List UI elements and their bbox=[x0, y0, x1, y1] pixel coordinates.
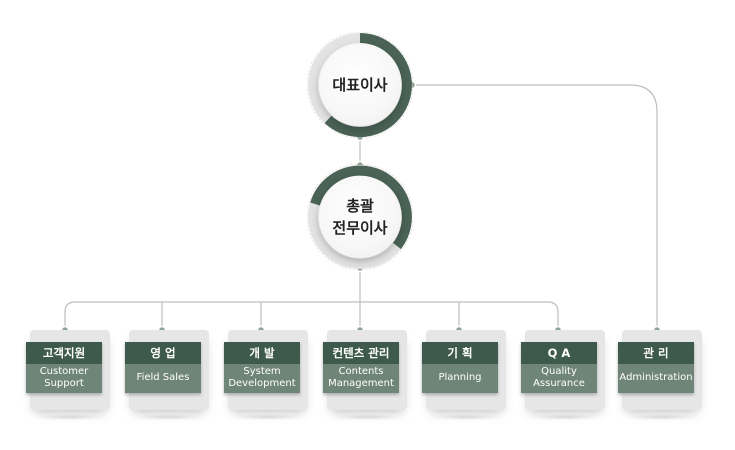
dept-subtitle: Planning bbox=[422, 364, 498, 391]
dept-title: 영 업 bbox=[125, 342, 201, 364]
dept-subtitle-line2: Development bbox=[228, 377, 296, 389]
dept-card-field-sales[interactable]: 영 업 Field Sales bbox=[125, 330, 209, 420]
director-label-line2: 전무이사 bbox=[332, 219, 388, 237]
dept-subtitle-line2: Assurance bbox=[533, 377, 585, 389]
dept-title: 개 발 bbox=[224, 342, 300, 364]
dept-subtitle-line1: Customer bbox=[39, 365, 89, 377]
line-bus bbox=[64, 301, 559, 330]
director-ring bbox=[307, 164, 413, 270]
director-inner: 총괄 전무이사 bbox=[319, 176, 401, 258]
dept-title: 고객지원 bbox=[26, 342, 102, 364]
dept-subtitle: Field Sales bbox=[125, 364, 201, 391]
ceo-ring bbox=[307, 32, 413, 138]
dept-subtitle-line1: Quality bbox=[541, 365, 577, 377]
dept-subtitle: Administration bbox=[618, 364, 694, 391]
card-shadow bbox=[628, 414, 696, 420]
dept-subtitle-line1: Administration bbox=[619, 371, 693, 383]
director-label-line1: 총괄 bbox=[346, 197, 374, 215]
dept-subtitle-line1: Field Sales bbox=[136, 371, 190, 383]
card-shadow bbox=[135, 414, 203, 420]
dept-title: 기 획 bbox=[422, 342, 498, 364]
dept-title: Q A bbox=[521, 342, 597, 364]
line-ceo-admin bbox=[412, 84, 658, 330]
card-shadow bbox=[234, 414, 302, 420]
dept-card-planning[interactable]: 기 획 Planning bbox=[422, 330, 506, 420]
ceo-label: 대표이사 bbox=[332, 76, 388, 94]
card-shadow bbox=[333, 414, 401, 420]
dept-subtitle-line1: Planning bbox=[438, 371, 482, 383]
dept-card-administration[interactable]: 관 리 Administration bbox=[618, 330, 702, 420]
card-shadow bbox=[531, 414, 599, 420]
card-shadow bbox=[432, 414, 500, 420]
ceo-node[interactable]: 대표이사 bbox=[307, 32, 413, 138]
director-node[interactable]: 총괄 전무이사 bbox=[307, 164, 413, 270]
dept-subtitle-line2: Support bbox=[44, 377, 84, 389]
dept-title: 컨텐츠 관리 bbox=[323, 342, 399, 364]
dept-subtitle-line1: System bbox=[243, 365, 281, 377]
dept-subtitle-line2: Management bbox=[328, 377, 394, 389]
dept-subtitle-line1: Contents bbox=[338, 365, 384, 377]
card-shadow bbox=[36, 414, 104, 420]
ceo-inner: 대표이사 bbox=[319, 44, 401, 126]
dept-title: 관 리 bbox=[618, 342, 694, 364]
